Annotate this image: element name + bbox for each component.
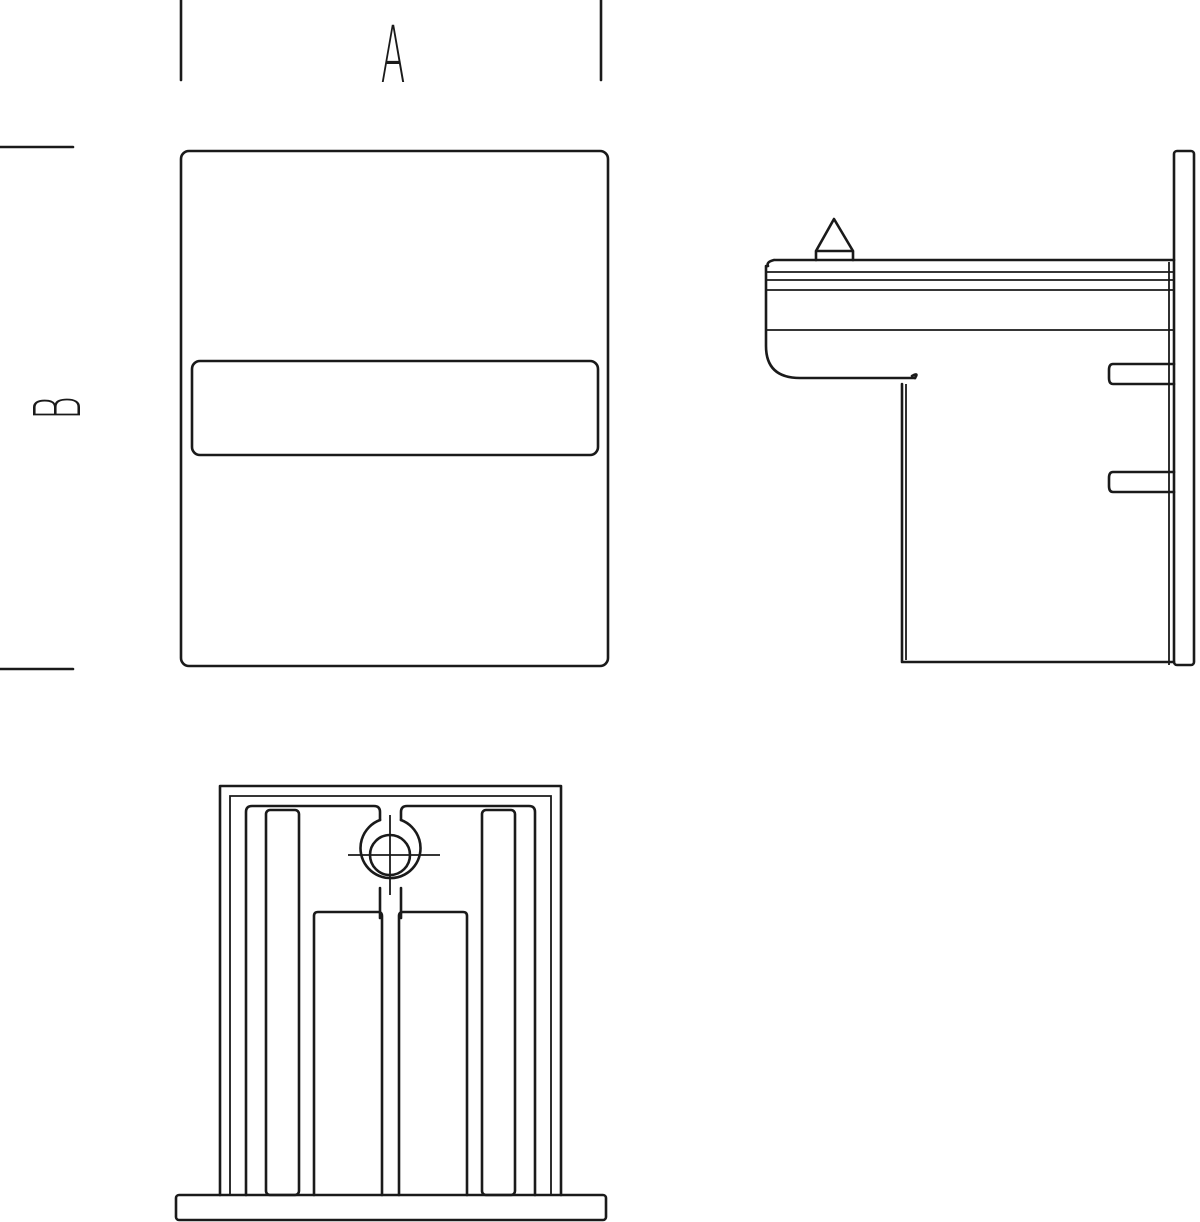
side-view-hook [910,373,918,380]
rear-view [174,784,608,1222]
rear-view-left-pocket [312,910,384,1197]
side-view-end-plate [1172,149,1196,667]
side-view-clip-lower [1107,470,1176,494]
side-view-rail-outline [764,258,1176,380]
side-view-locating-pin [814,217,855,262]
front-view-outline [179,149,610,668]
dimension-a: A [179,0,603,101]
rear-view-housing [218,784,563,1197]
rear-view-housing-inner [229,795,552,1195]
dimension-a-label: A [381,10,406,101]
side-view-body [900,382,1176,664]
rear-view-right-rib [480,808,517,1197]
dimension-b-label: B [22,396,96,420]
rear-view-right-rib-outer [399,804,537,1197]
rear-view-base-flange [174,1193,608,1222]
front-view-label-window [190,359,600,457]
rear-view-left-rib [264,808,301,1197]
dimension-b: B [0,145,96,671]
side-view [764,149,1196,667]
front-view [179,149,610,668]
rear-view-left-rib-outer [244,804,382,1197]
rear-view-right-pocket [397,910,469,1197]
side-view-clip-upper [1107,362,1176,386]
